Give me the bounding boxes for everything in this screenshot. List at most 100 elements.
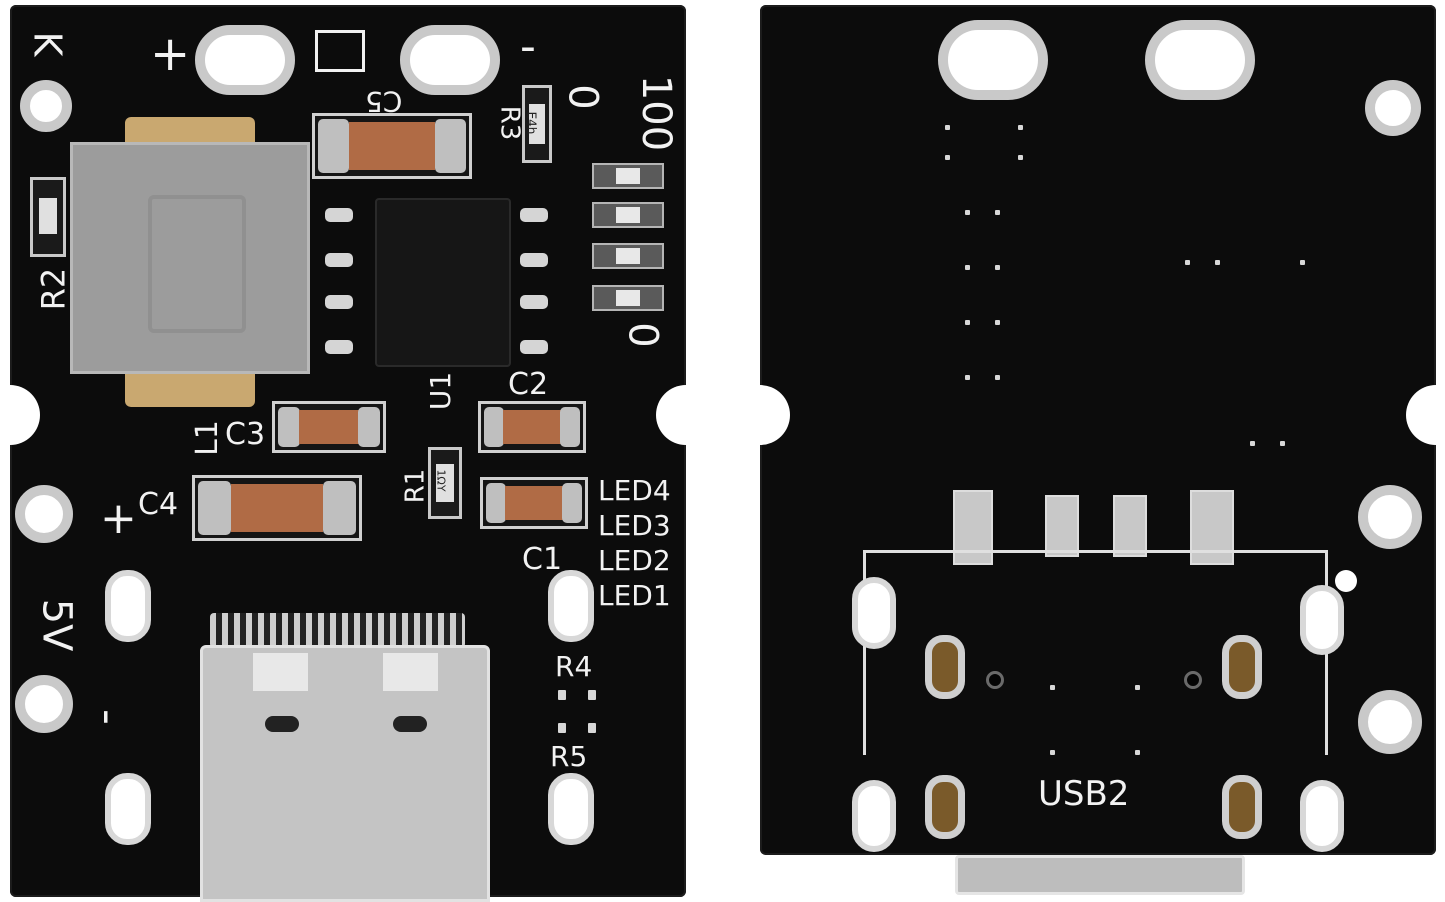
gold-pad	[925, 775, 965, 839]
test-point	[1135, 685, 1140, 690]
label-led1: LED1	[598, 579, 671, 612]
mounting-hole	[1358, 485, 1422, 549]
via-hole	[1184, 671, 1202, 689]
label-c5: C5	[365, 85, 403, 118]
test-point	[995, 210, 1000, 215]
label-k: K	[25, 31, 70, 57]
shield-pad	[1300, 780, 1344, 852]
ic-u1	[375, 198, 511, 367]
right-notch	[656, 385, 716, 445]
white-marker-dot	[1335, 570, 1357, 592]
label-usb2: USB2	[1038, 774, 1130, 814]
label-r1: R1	[400, 468, 431, 504]
front-pcb-board: K + - C5 R3 100 0 0 R2 U1 C2 L1 C3 R1 + …	[0, 5, 716, 902]
gold-pad	[925, 635, 965, 699]
ic-pin	[325, 295, 353, 309]
test-point	[995, 375, 1000, 380]
label-zero-side: 0	[619, 322, 666, 348]
led-indicator	[592, 163, 664, 189]
test-point	[995, 265, 1000, 270]
label-r4: R4	[555, 650, 593, 683]
battery-pad	[1145, 20, 1255, 100]
test-point	[1300, 260, 1305, 265]
label-r2: R2	[34, 267, 73, 311]
label-plus-top: +	[150, 26, 191, 82]
test-point	[945, 155, 950, 160]
label-5v: 5V	[33, 598, 80, 652]
usb-connector-edge	[955, 855, 1245, 895]
label-led4: LED4	[598, 474, 671, 507]
label-u1: U1	[424, 371, 458, 411]
test-point	[965, 265, 970, 270]
left-notch	[730, 385, 790, 445]
capacitor-c2	[478, 401, 586, 453]
resistor-r2	[30, 177, 66, 257]
label-r3: R3	[494, 105, 525, 141]
test-point	[1050, 685, 1055, 690]
mounting-hole	[20, 80, 72, 132]
shield-pad	[1300, 585, 1344, 655]
capacitor-c4	[192, 475, 362, 541]
test-point	[1135, 750, 1140, 755]
test-point	[1185, 260, 1190, 265]
capacitor-c3	[272, 401, 386, 453]
label-plus-c4: +	[100, 493, 137, 544]
via-hole	[986, 671, 1004, 689]
ic-pin	[325, 208, 353, 222]
usb-shield-pad	[105, 773, 151, 845]
resistor-r3	[522, 85, 552, 163]
label-c4: C4	[138, 487, 179, 522]
gold-pad	[1222, 635, 1262, 699]
ic-pin	[325, 340, 353, 354]
shield-pad	[852, 577, 896, 649]
inductor-body	[70, 142, 310, 374]
test-point	[945, 125, 950, 130]
battery-plus-pad	[195, 25, 295, 95]
led-indicator	[592, 202, 664, 228]
test-point	[965, 210, 970, 215]
r1-code: 1ΩY	[434, 469, 448, 492]
label-r5: R5	[550, 740, 588, 773]
usb-shield-pad	[548, 570, 594, 642]
test-point	[1215, 260, 1220, 265]
test-point	[1018, 125, 1023, 130]
ic-pin	[520, 253, 548, 267]
test-point	[1250, 441, 1255, 446]
test-point	[965, 320, 970, 325]
usb-contact-pad	[1045, 495, 1079, 557]
led-indicator	[592, 243, 664, 269]
usb-c-connector	[200, 645, 490, 902]
ic-pin	[520, 340, 548, 354]
ic-pin	[520, 208, 548, 222]
gold-pad	[1222, 775, 1262, 839]
label-c1: C1	[522, 542, 563, 577]
test-point	[1050, 750, 1055, 755]
ic-pin	[325, 253, 353, 267]
usb-contact-pad	[1113, 495, 1147, 557]
capacitor-c5	[312, 113, 472, 179]
r3-code: E4h	[524, 111, 539, 135]
smd-pad	[558, 690, 566, 700]
battery-pad	[938, 20, 1048, 100]
mounting-hole	[15, 675, 73, 733]
usb-shield-pad	[105, 570, 151, 642]
label-hundred: 100	[633, 74, 680, 152]
shield-pad	[852, 780, 896, 852]
label-zero-top: 0	[559, 84, 606, 110]
battery-icon	[315, 30, 365, 72]
test-point	[965, 375, 970, 380]
right-notch	[1406, 385, 1445, 445]
smd-pad	[588, 723, 596, 733]
capacitor-c1	[480, 477, 588, 529]
led-indicator	[592, 285, 664, 311]
label-c2: C2	[508, 367, 549, 402]
label-led2: LED2	[598, 544, 671, 577]
resistor-r1	[428, 447, 462, 519]
left-notch	[0, 385, 40, 445]
label-c3: C3	[225, 417, 266, 452]
ic-pin	[520, 295, 548, 309]
smd-pad	[588, 690, 596, 700]
test-point	[1280, 441, 1285, 446]
usb-c-connector-pins	[210, 613, 465, 648]
test-point	[995, 320, 1000, 325]
